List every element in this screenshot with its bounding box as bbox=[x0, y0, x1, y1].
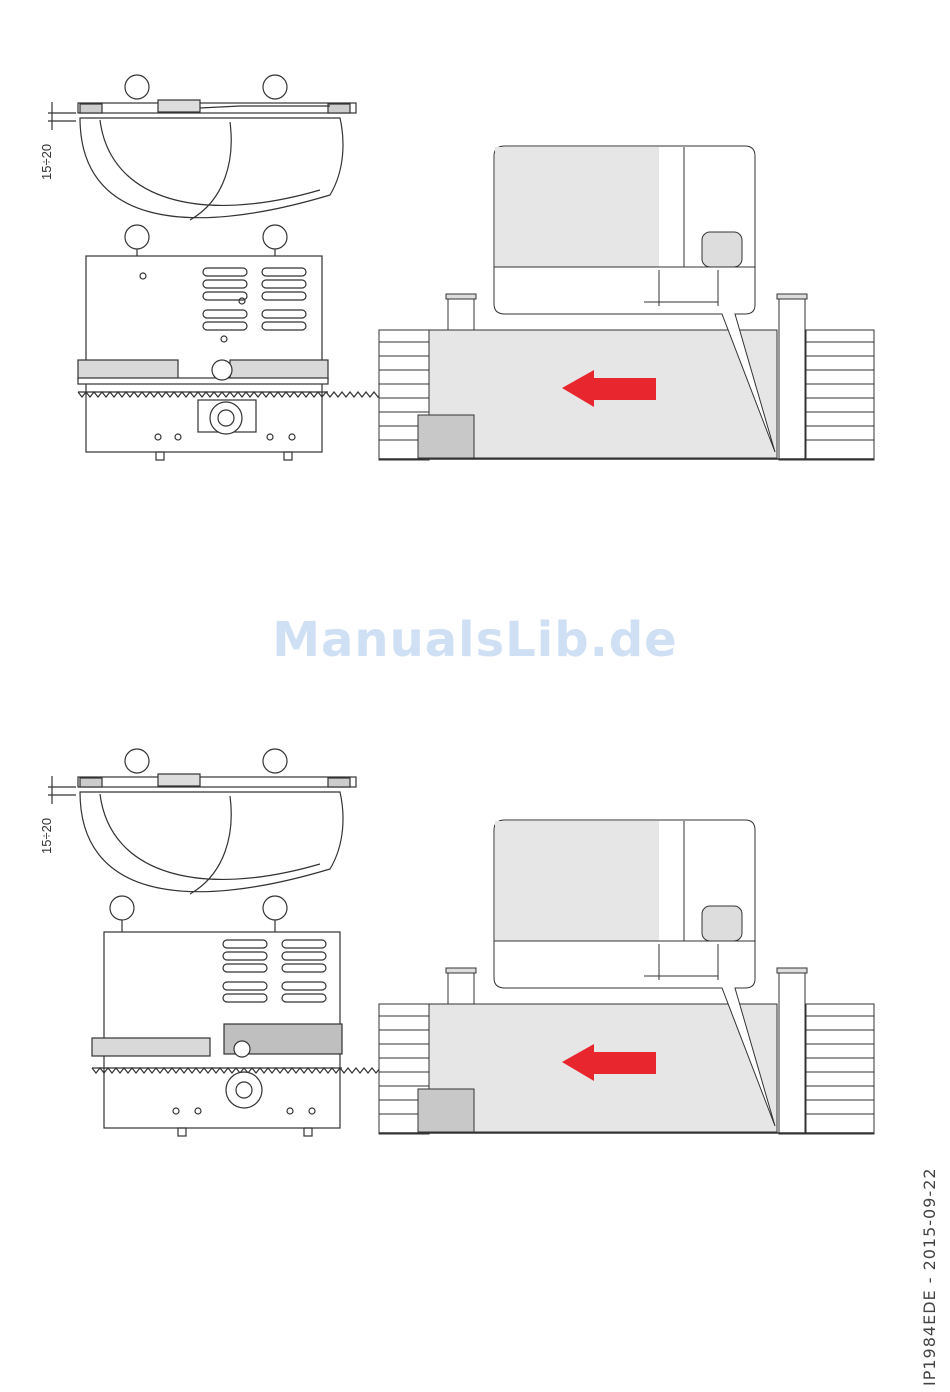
callout-circle bbox=[125, 749, 149, 773]
gate-motor bbox=[418, 1089, 474, 1132]
dimension-label: 15÷20 bbox=[39, 144, 54, 180]
brick-wall-right bbox=[806, 1004, 874, 1134]
callout-circle bbox=[110, 896, 134, 920]
document-code: IP1984EDE - 2015-09-22 bbox=[920, 1167, 939, 1386]
brick-wall-right bbox=[806, 330, 874, 460]
callout-circle bbox=[263, 896, 287, 920]
watermark: ManualsLib.de bbox=[0, 612, 950, 668]
figure-top-drawing: 15÷20 bbox=[0, 60, 950, 540]
dimension-label: 15÷20 bbox=[39, 818, 54, 854]
callout-circle bbox=[263, 75, 287, 99]
gate-motor bbox=[418, 415, 474, 458]
callout-circle bbox=[125, 75, 149, 99]
figure-bottom: 15÷20 bbox=[0, 734, 950, 1214]
callout-circle bbox=[263, 749, 287, 773]
figure-top: 15÷20 bbox=[0, 60, 950, 540]
callout-circle bbox=[263, 225, 287, 249]
figure-bottom-drawing: 15÷20 bbox=[0, 734, 950, 1214]
callout-circle bbox=[125, 225, 149, 249]
